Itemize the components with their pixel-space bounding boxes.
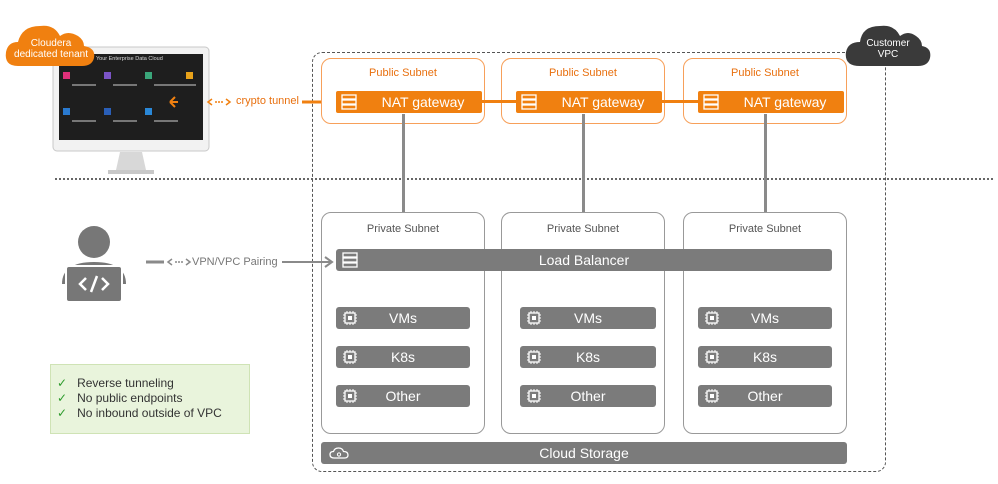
- benefit-text: Reverse tunneling: [77, 376, 174, 390]
- cloud-storage-label: Cloud Storage: [539, 445, 629, 461]
- private-subnet-title: Private Subnet: [728, 223, 802, 235]
- private-subnet-title: Private Subnet: [546, 223, 620, 235]
- customer-vpc-line1: Customer: [866, 38, 910, 49]
- benefit-text: No public endpoints: [77, 391, 183, 405]
- other-block: Other: [698, 385, 832, 407]
- connector-line: [582, 114, 585, 214]
- chip-icon: [527, 311, 541, 325]
- k8s-block: K8s: [698, 346, 832, 368]
- public-subnet-title: Public Subnet: [731, 67, 799, 79]
- customer-vpc-line2: VPC: [877, 49, 899, 60]
- connector-line: [764, 114, 767, 214]
- other-label: Other: [747, 388, 783, 404]
- server-icon: [703, 94, 719, 110]
- cloudera-tenant-cloud-icon: [5, 25, 95, 66]
- network-separator: [55, 178, 993, 180]
- server-icon: [342, 252, 358, 268]
- benefit-item: ✓ Reverse tunneling: [57, 376, 174, 390]
- vms-label: VMs: [574, 310, 602, 326]
- monitor-icon: [52, 46, 210, 174]
- other-block: Other: [336, 385, 470, 407]
- chip-icon: [705, 389, 719, 403]
- vms-block: VMs: [698, 307, 832, 329]
- check-icon: ✓: [57, 391, 68, 405]
- cloudera-tenant-line1: Cloudera: [30, 38, 72, 49]
- k8s-block: K8s: [520, 346, 656, 368]
- customer-vpc-label: Customer VPC: [850, 38, 926, 60]
- public-subnet-title: Public Subnet: [549, 67, 617, 79]
- nat-gateway-label: NAT gateway: [743, 94, 827, 110]
- private-subnet-title: Private Subnet: [366, 223, 440, 235]
- crypto-tunnel-label: crypto tunnel: [236, 95, 299, 107]
- benefit-text: No inbound outside of VPC: [77, 406, 222, 420]
- chip-icon: [343, 311, 357, 325]
- server-icon: [521, 94, 537, 110]
- monitor-title: Your Enterprise Data Cloud: [96, 56, 163, 62]
- chip-icon: [527, 389, 541, 403]
- load-balancer: Load Balancer: [336, 249, 832, 271]
- benefit-item: ✓ No public endpoints: [57, 391, 182, 405]
- cloud-icon: [329, 447, 349, 459]
- k8s-label: K8s: [575, 349, 601, 365]
- connector-line: [402, 114, 405, 214]
- k8s-block: K8s: [336, 346, 470, 368]
- chip-icon: [343, 389, 357, 403]
- other-block: Other: [520, 385, 656, 407]
- vms-label: VMs: [751, 310, 779, 326]
- other-label: Other: [385, 388, 421, 404]
- k8s-label: K8s: [390, 349, 416, 365]
- vms-block: VMs: [336, 307, 470, 329]
- public-subnet-title: Public Subnet: [369, 67, 437, 79]
- cloud-storage: Cloud Storage: [321, 442, 847, 464]
- benefit-item: ✓ No inbound outside of VPC: [57, 406, 222, 420]
- vpn-pairing-arrow: [146, 256, 334, 268]
- server-icon: [341, 94, 357, 110]
- load-balancer-label: Load Balancer: [538, 252, 630, 268]
- chip-icon: [343, 350, 357, 364]
- nat-gateway-label: NAT gateway: [561, 94, 645, 110]
- nat-gateway-1: NAT gateway: [336, 91, 482, 113]
- k8s-label: K8s: [752, 349, 778, 365]
- cloudera-tenant-line2: dedicated tenant: [14, 49, 88, 60]
- nat-gateway-2: NAT gateway: [516, 91, 662, 113]
- vms-label: VMs: [389, 310, 417, 326]
- check-icon: ✓: [57, 406, 68, 420]
- chip-icon: [705, 311, 719, 325]
- nat-gateway-label: NAT gateway: [381, 94, 465, 110]
- chip-icon: [527, 350, 541, 364]
- benefits-box: ✓Reverse tunneling ✓No public endpoints …: [50, 364, 250, 434]
- nat-gateway-3: NAT gateway: [698, 91, 844, 113]
- other-label: Other: [570, 388, 606, 404]
- developer-user-icon: [62, 226, 126, 303]
- chip-icon: [705, 350, 719, 364]
- vpn-pairing-label: VPN/VPC Pairing: [192, 256, 278, 268]
- customer-vpc-cloud-icon: [845, 25, 931, 66]
- cloudera-tenant-label: Cloudera dedicated tenant: [6, 38, 96, 60]
- vms-block: VMs: [520, 307, 656, 329]
- check-icon: ✓: [57, 376, 68, 390]
